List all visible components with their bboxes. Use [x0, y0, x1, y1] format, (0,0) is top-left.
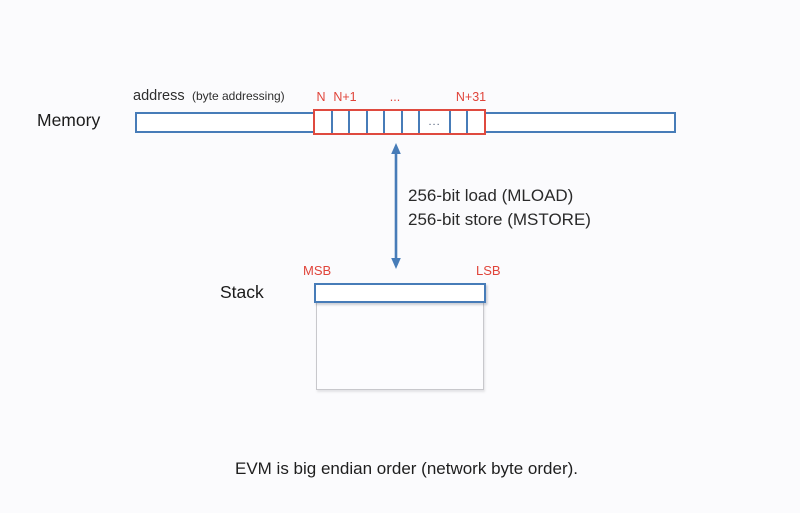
address-byte-note: (byte addressing) [191, 89, 285, 103]
memory-word-cells: ... [313, 109, 486, 135]
memory-cell [330, 111, 349, 133]
memory-cell [315, 111, 331, 133]
caption: EVM is big endian order (network byte or… [235, 459, 578, 478]
mload-line: 256-bit load (MLOAD) [408, 186, 574, 205]
memory-cell-ellipsis: ... [418, 111, 449, 133]
byte-offset-label-n1: N+1 [333, 90, 357, 104]
lsb-label: LSB [476, 263, 501, 278]
byte-offset-label-n31: N+31 [455, 90, 487, 104]
bidirectional-arrow-icon [391, 143, 401, 269]
address-label-main: address [133, 88, 185, 104]
memory-cell [383, 111, 401, 133]
memory-cell [365, 111, 384, 133]
mstore-line: 256-bit store (MSTORE) [408, 209, 591, 229]
memory-cell [348, 111, 366, 133]
msb-label: MSB [303, 263, 332, 278]
transfer-description: 256-bit load (MLOAD) 256-bit store (MSTO… [408, 184, 591, 231]
byte-offset-label-dots: ... [389, 90, 401, 104]
stack-top-slot [314, 283, 486, 303]
address-label: address (byte addressing) [133, 88, 285, 104]
stack-body [316, 302, 484, 390]
stack-label: Stack [220, 282, 264, 302]
memory-cell [400, 111, 419, 133]
byte-offset-label-n: N [316, 90, 326, 104]
memory-cell [448, 111, 467, 133]
memory-label: Memory [37, 110, 101, 130]
memory-cell [466, 111, 484, 133]
